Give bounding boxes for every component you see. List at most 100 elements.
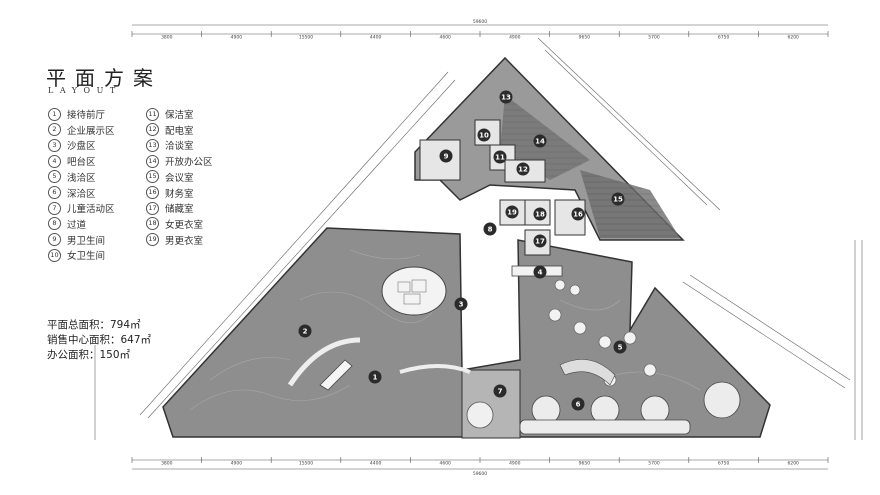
room-marker-number: 18 (535, 211, 545, 219)
room-marker-number: 7 (498, 388, 503, 396)
dimension-label: 4900 (509, 461, 521, 467)
dimension-label: 6750 (718, 461, 730, 467)
room-marker: 7 (493, 384, 507, 398)
dimension-label: 4400 (370, 35, 382, 41)
main-hall-floor (162, 227, 771, 438)
legend-item: 4 吧台区 (48, 154, 96, 168)
room-marker: 10 (477, 128, 491, 142)
room-marker-number: 4 (538, 269, 543, 277)
dimension-label: 4900 (231, 461, 243, 467)
legend-item: 11 保洁室 (146, 107, 194, 121)
room-marker-number: 2 (303, 328, 308, 336)
legend-number: 13 (146, 138, 159, 152)
legend-item: 16 财务室 (146, 186, 194, 200)
room-marker-number: 1 (373, 374, 378, 382)
legend-number: 10 (48, 248, 61, 262)
legend-number: 3 (48, 138, 61, 152)
legend-label: 洽谈室 (165, 141, 194, 153)
kids-area-floor (461, 369, 521, 439)
dimension-label: 15500 (299, 461, 313, 467)
legend-number: 15 (146, 170, 159, 184)
legend-label: 接待前厅 (67, 110, 106, 121)
room-marker: 6 (571, 397, 585, 411)
dimension-label: 5700 (648, 35, 660, 41)
room-marker: 15 (611, 192, 625, 206)
area-total: 平面总面积：794㎡ (47, 319, 141, 331)
area-summary: 平面总面积：794㎡ 销售中心面积：647㎡ 办公面积：150㎡ (47, 318, 151, 363)
deep-consult-booths (519, 381, 741, 435)
room-marker: 11 (493, 150, 507, 164)
room-marker: 13 (499, 90, 513, 104)
room-marker-number: 3 (459, 301, 464, 309)
sand-table (381, 266, 447, 316)
room-marker-number: 17 (535, 238, 545, 246)
stair-ramp (559, 359, 616, 386)
legend-number: 16 (146, 186, 159, 199)
legend-number: 8 (48, 217, 61, 231)
legend-number: 4 (48, 154, 61, 168)
room-marker-number: 11 (495, 154, 505, 162)
room-marker-number: 16 (573, 211, 583, 219)
page-subtitle: LAYOUT (48, 86, 122, 95)
legend-item: 12 配电室 (146, 123, 194, 137)
room-marker-number: 15 (613, 196, 623, 204)
legend-number: 12 (146, 123, 159, 137)
dimension-label: 9650 (579, 35, 591, 41)
legend-number: 14 (146, 154, 159, 168)
legend-label: 财务室 (165, 188, 194, 200)
area-sales: 销售中心面积：647㎡ (47, 334, 152, 346)
legend-number: 1 (48, 107, 61, 121)
room-marker: 17 (533, 234, 547, 248)
dimension-lines-top (131, 24, 829, 37)
room-marker-number: 5 (618, 344, 623, 352)
legend-label: 男更衣室 (165, 235, 204, 247)
legend-label: 保洁室 (165, 110, 194, 121)
dimension-label: 3800 (161, 461, 173, 467)
room-marker: 2 (298, 324, 312, 338)
legend-item: 10 女卫生间 (48, 248, 105, 262)
legend-label: 吧台区 (67, 157, 96, 169)
dimension-label: 6200 (787, 35, 799, 41)
room-marker: 1 (368, 370, 382, 384)
room-marker-number: 8 (488, 226, 493, 234)
legend-number: 19 (146, 233, 159, 247)
marble-veins (189, 249, 701, 411)
dimension-label: 15500 (299, 35, 313, 41)
legend-label: 配电室 (165, 125, 194, 137)
legend-number: 5 (48, 170, 61, 184)
legend-label: 企业展示区 (67, 125, 115, 137)
page-title: 平面方案 (46, 66, 162, 90)
room-marker-number: 12 (518, 166, 528, 174)
legend-number: 7 (48, 201, 61, 215)
legend-item: 1 接待前厅 (48, 107, 105, 121)
dimension-total-top: 59600 (473, 19, 487, 25)
dimension-lines-bottom (131, 457, 829, 470)
legend-label: 女更衣室 (165, 219, 204, 231)
meeting-room-floor (580, 170, 680, 238)
room-marker: 9 (439, 149, 453, 163)
area-office: 办公面积：150㎡ (47, 349, 131, 361)
legend-number: 6 (48, 186, 61, 199)
kids-play-circle (466, 401, 494, 429)
curved-partition (399, 364, 471, 374)
room-marker-number: 19 (507, 209, 517, 217)
legend-label: 会议室 (165, 172, 194, 184)
room-marker: 14 (533, 134, 547, 148)
room-marker: 3 (454, 297, 468, 311)
legend-label: 女卫生间 (67, 251, 106, 263)
room-marker-number: 13 (501, 94, 511, 102)
sand-table-blocks (397, 279, 427, 305)
legend-number: 11 (146, 107, 159, 121)
room-marker-number: 10 (479, 132, 489, 140)
dimension-label: 3800 (161, 35, 173, 41)
